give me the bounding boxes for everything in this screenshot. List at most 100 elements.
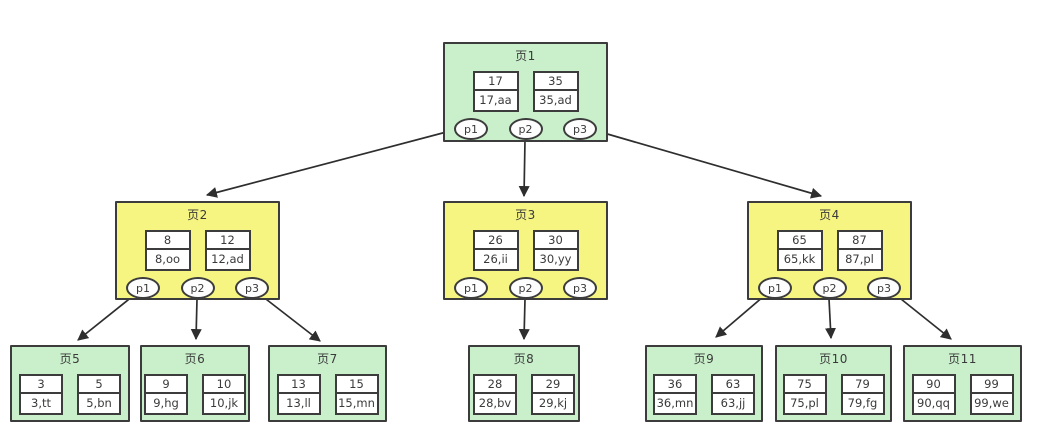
pointer-p2: p2 — [508, 118, 543, 140]
record-value: 87,pl — [845, 252, 874, 266]
pointer-p1: p1 — [454, 277, 488, 299]
record-key: 65 — [778, 232, 821, 250]
pointer-p1: p1 — [758, 277, 792, 299]
record-cell: 28 28,bv — [473, 374, 517, 415]
record-cell: 12 12,ad — [204, 230, 251, 271]
record-key: 75 — [784, 376, 825, 394]
record-value: 30,yy — [539, 252, 572, 266]
btree-node-page10: 页10 75 75,pl 79 79,fg — [775, 345, 892, 422]
record-key: 35 — [534, 73, 577, 91]
pointer-p3: p3 — [563, 118, 597, 140]
record-key: 79 — [842, 376, 883, 394]
record-cell: 8 8,oo — [144, 230, 191, 271]
node-title: 页2 — [187, 208, 208, 222]
node-title: 页4 — [819, 208, 840, 222]
btree-node-page2: 页2 8 8,oo 12 12,ad p1 p2 p3 — [115, 201, 280, 300]
node-title: 页10 — [819, 352, 848, 366]
record-cell: 35 35,ad — [532, 71, 579, 112]
record-cell: 99 99,we — [969, 374, 1014, 415]
node-title: 页7 — [317, 352, 338, 366]
arrow-page2-p3-to-page7 — [261, 295, 321, 342]
record-value: 10,jk — [209, 396, 239, 410]
record-key: 9 — [146, 376, 186, 394]
record-value: 79,fg — [847, 396, 878, 410]
btree-node-page8: 页8 28 28,bv 29 29,kj — [468, 345, 580, 422]
btree-node-page7: 页7 13 13,ll 15 15,mn — [268, 345, 387, 422]
record-key: 15 — [336, 376, 377, 394]
arrow-page4-p2-to-page10 — [824, 298, 837, 340]
record-value: 36,mn — [656, 396, 694, 410]
pointer-p3: p3 — [235, 277, 269, 299]
record-key: 28 — [475, 376, 515, 394]
record-cell: 30 30,yy — [532, 230, 579, 271]
arrow-page1-p3-to-page4 — [596, 130, 823, 199]
record-key: 36 — [655, 376, 695, 394]
btree-node-page5: 页5 3 3,tt 5 5,bn — [10, 345, 130, 422]
node-title: 页9 — [693, 352, 715, 366]
record-key: 12 — [206, 232, 249, 250]
record-value: 26,ii — [483, 252, 508, 266]
arrow-page3-p2-to-page8 — [518, 298, 530, 341]
record-key: 5 — [79, 376, 119, 394]
record-cell: 65 65,kk — [776, 230, 823, 271]
node-title: 页1 — [515, 49, 536, 63]
pointer-p3: p3 — [563, 277, 597, 299]
record-value: 99,we — [974, 396, 1009, 410]
record-key: 8 — [146, 232, 189, 250]
node-title: 页3 — [515, 208, 536, 222]
btree-node-page1: 页1 17 17,aa 35 35,ad p1 p2 p3 — [443, 42, 608, 142]
record-value: 63,jj — [720, 396, 746, 410]
pointer-p2: p2 — [508, 277, 543, 299]
arrow-page4-p1-to-page9 — [715, 295, 765, 338]
record-cell: 36 36,mn — [653, 374, 697, 415]
record-value: 28,bv — [478, 396, 512, 410]
record-cell: 79 79,fg — [840, 374, 885, 415]
record-cell: 13 13,ll — [276, 374, 321, 415]
arrow-page1-p1-to-page2 — [205, 129, 455, 198]
record-key: 26 — [474, 232, 517, 250]
record-cell: 17 17,aa — [472, 71, 519, 112]
record-cell: 63 63,jj — [711, 374, 755, 415]
record-cell: 26 26,ii — [472, 230, 519, 271]
record-value: 8,oo — [154, 252, 181, 266]
record-value: 13,ll — [286, 396, 311, 410]
record-value: 75,pl — [790, 396, 819, 410]
node-title: 页11 — [948, 352, 977, 366]
record-value: 12,ad — [211, 252, 244, 266]
record-key: 29 — [533, 376, 573, 394]
record-key: 17 — [474, 73, 517, 91]
record-value: 90,qq — [917, 396, 950, 410]
record-key: 87 — [838, 232, 881, 250]
arrow-page4-p3-to-page11 — [895, 294, 952, 340]
record-value: 29,kj — [538, 396, 568, 410]
record-key: 63 — [713, 376, 753, 394]
btree-node-page11: 页11 90 90,qq 99 99,we — [903, 345, 1022, 422]
pointer-p1: p1 — [126, 277, 160, 299]
arrow-page1-p2-to-page3 — [518, 139, 530, 198]
pointer-p3: p3 — [867, 277, 901, 299]
record-cell: 5 5,bn — [77, 374, 121, 415]
record-cell: 87 87,pl — [836, 230, 883, 271]
pointer-p2: p2 — [180, 277, 215, 299]
pointer-p2: p2 — [812, 277, 847, 299]
record-cell: 75 75,pl — [782, 374, 827, 415]
record-cell: 3 3,tt — [19, 374, 63, 415]
record-value: 5,bn — [86, 396, 112, 410]
record-cell: 90 90,qq — [911, 374, 956, 415]
record-value: 65,kk — [783, 252, 816, 266]
btree-node-page6: 页6 9 9,hg 10 10,jk — [140, 345, 250, 422]
record-key: 90 — [913, 376, 954, 394]
node-title: 页5 — [59, 352, 81, 366]
arrow-page2-p1-to-page5 — [77, 295, 134, 341]
btree-node-page4: 页4 65 65,kk 87 87,pl p1 p2 p3 — [747, 201, 912, 300]
node-title: 页8 — [513, 352, 535, 366]
record-key: 13 — [278, 376, 319, 394]
record-cell: 15 15,mn — [334, 374, 379, 415]
record-value: 35,ad — [539, 93, 572, 107]
record-key: 10 — [204, 376, 244, 394]
btree-node-page9: 页9 36 36,mn 63 63,jj — [645, 345, 763, 422]
record-value: 15,mn — [338, 396, 375, 410]
node-title: 页6 — [184, 352, 206, 366]
btree-node-page3: 页3 26 26,ii 30 30,yy p1 p2 p3 — [443, 201, 608, 300]
